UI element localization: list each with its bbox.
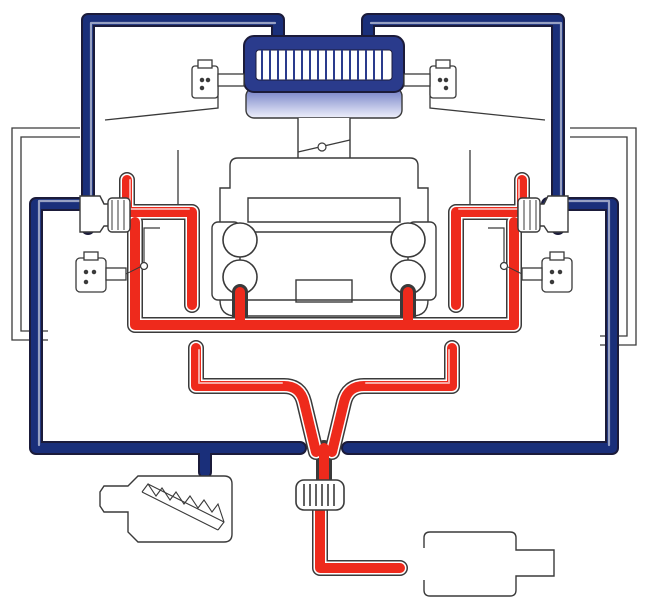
muffler-icon: [423, 531, 555, 597]
blow-off-valve-left-icon: [191, 59, 245, 99]
wastegate-left-icon: [75, 251, 149, 293]
exhaust-collector: [130, 217, 519, 330]
throttle-body: [297, 118, 351, 169]
blow-off-valve-right-icon: [403, 59, 457, 99]
downpipe-right: [327, 343, 457, 457]
bypass-line-right: [570, 127, 637, 346]
hot-exhaust-pipes: [119, 172, 530, 576]
bypass-line-left: [11, 127, 80, 341]
air-filter-icon: [99, 475, 233, 543]
intercooler-fins: [261, 50, 383, 80]
exhaust-manifold-left: [122, 175, 197, 310]
cylinder-3: [390, 222, 426, 258]
turbo-left-icon: [79, 195, 131, 233]
wastegate-right-icon: [499, 251, 573, 293]
catalytic-converter-icon: [295, 479, 345, 511]
downpipe-left: [191, 343, 321, 457]
cylinder-1: [222, 222, 258, 258]
intake-pipe-right: [343, 199, 617, 453]
intake-pipe-left: [31, 199, 305, 453]
tailpipe: [315, 505, 405, 573]
intercooler: [243, 35, 405, 119]
exhaust-manifold-right: [451, 175, 527, 310]
turbo-right-icon: [517, 195, 569, 233]
filter-element: [141, 483, 225, 531]
